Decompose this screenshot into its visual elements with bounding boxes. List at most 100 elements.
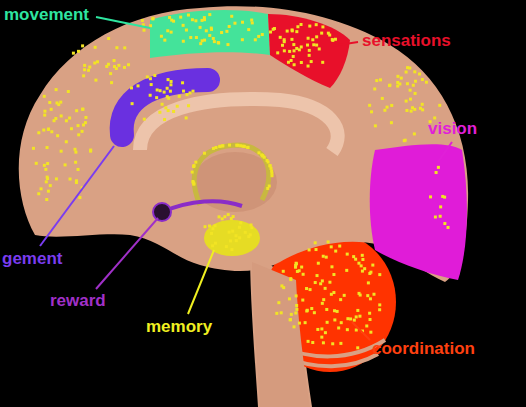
dopamine-dot <box>321 302 324 305</box>
dopamine-dot <box>308 49 311 52</box>
dopamine-dot <box>170 80 173 83</box>
dopamine-dot <box>307 65 310 68</box>
dopamine-dot <box>32 147 35 150</box>
dopamine-dot <box>75 109 78 112</box>
dopamine-dot <box>45 180 48 183</box>
dopamine-dot <box>413 108 416 111</box>
dopamine-dot <box>233 22 236 25</box>
dopamine-dot <box>189 91 192 94</box>
dopamine-dot <box>40 187 43 190</box>
dopamine-dot <box>375 79 378 82</box>
dopamine-dot <box>229 239 232 242</box>
dopamine-dot <box>405 109 408 112</box>
dopamine-dot <box>161 103 164 106</box>
dopamine-dot <box>89 150 92 153</box>
dopamine-dot <box>409 98 412 101</box>
dopamine-dot <box>325 308 328 311</box>
dopamine-dot <box>372 293 375 296</box>
dopamine-dot <box>149 77 152 80</box>
dopamine-dot <box>331 39 334 42</box>
region-label: reward <box>50 292 106 309</box>
dopamine-dot <box>324 331 327 334</box>
dopamine-dot <box>77 133 80 136</box>
dopamine-dot <box>308 54 311 57</box>
dopamine-dot <box>221 217 224 220</box>
dopamine-dot <box>191 18 194 21</box>
dopamine-dot <box>231 230 234 233</box>
dopamine-dot <box>340 321 343 324</box>
dopamine-dot <box>333 309 336 312</box>
dopamine-dot <box>321 25 324 28</box>
dopamine-dot <box>308 25 311 28</box>
dopamine-dot <box>117 64 120 67</box>
dopamine-dot <box>421 103 424 106</box>
reward-nucleus <box>153 203 171 221</box>
dopamine-dot <box>311 341 314 344</box>
dopamine-dot <box>46 162 49 165</box>
dopamine-dot <box>321 279 324 282</box>
dopamine-dot <box>46 177 49 180</box>
dopamine-dot <box>369 297 372 300</box>
dopamine-dot <box>168 16 171 19</box>
dopamine-dot <box>176 105 179 108</box>
dopamine-dot <box>310 307 313 310</box>
dopamine-dot <box>433 116 436 119</box>
dopamine-dot <box>368 272 371 275</box>
dopamine-dot <box>266 187 269 190</box>
dopamine-dot <box>315 23 318 26</box>
dopamine-dot <box>330 265 333 268</box>
dopamine-dot <box>254 38 257 41</box>
dopamine-dot <box>96 60 99 63</box>
dopamine-dot <box>81 130 84 133</box>
dopamine-dot <box>379 78 382 81</box>
dopamine-dot <box>403 139 406 142</box>
dopamine-dot <box>170 31 173 34</box>
dopamine-dot <box>149 24 152 27</box>
memory-region <box>204 220 260 256</box>
dopamine-dot <box>82 123 85 126</box>
dopamine-dot <box>366 294 369 297</box>
dopamine-dot <box>434 216 437 219</box>
dopamine-dot <box>291 29 294 32</box>
dopamine-dot <box>194 19 197 22</box>
dopamine-dot <box>83 68 86 71</box>
dopamine-dot <box>304 321 307 324</box>
dopamine-dot <box>289 278 292 281</box>
leader-line <box>40 146 114 246</box>
dopamine-dot <box>352 255 355 258</box>
dopamine-dot <box>289 318 292 321</box>
dopamine-dot <box>305 287 308 290</box>
dopamine-dot <box>370 110 373 113</box>
dopamine-dot <box>50 108 53 111</box>
dopamine-dot <box>295 47 298 50</box>
dopamine-dot <box>311 38 314 41</box>
dopamine-dot <box>65 119 68 122</box>
dopamine-dot <box>88 66 91 69</box>
dopamine-dot <box>439 205 442 208</box>
dopamine-dot <box>374 124 377 127</box>
dopamine-dot <box>368 312 371 315</box>
dopamine-dot <box>349 317 352 320</box>
dopamine-dot <box>81 108 84 111</box>
dopamine-dot <box>443 222 446 225</box>
dopamine-dot <box>405 100 408 103</box>
dopamine-dot <box>390 121 393 124</box>
dopamine-dot <box>280 284 283 287</box>
dopamine-dot <box>143 118 146 121</box>
dopamine-dot <box>283 40 286 43</box>
dopamine-dot <box>276 51 279 54</box>
dopamine-dot <box>236 144 239 147</box>
dopamine-dot <box>292 55 295 58</box>
dopamine-dot <box>47 190 50 193</box>
memory-arc <box>194 145 268 205</box>
dopamine-dot <box>339 298 342 301</box>
dopamine-dot <box>317 262 320 265</box>
dopamine-dot <box>406 66 409 69</box>
dopamine-dot <box>412 84 415 87</box>
dopamine-dot <box>151 17 154 20</box>
dopamine-dot <box>130 86 133 89</box>
dopamine-dot <box>123 46 126 49</box>
dopamine-dot <box>215 146 218 149</box>
dopamine-dot <box>277 301 280 304</box>
dopamine-dot <box>208 13 211 16</box>
